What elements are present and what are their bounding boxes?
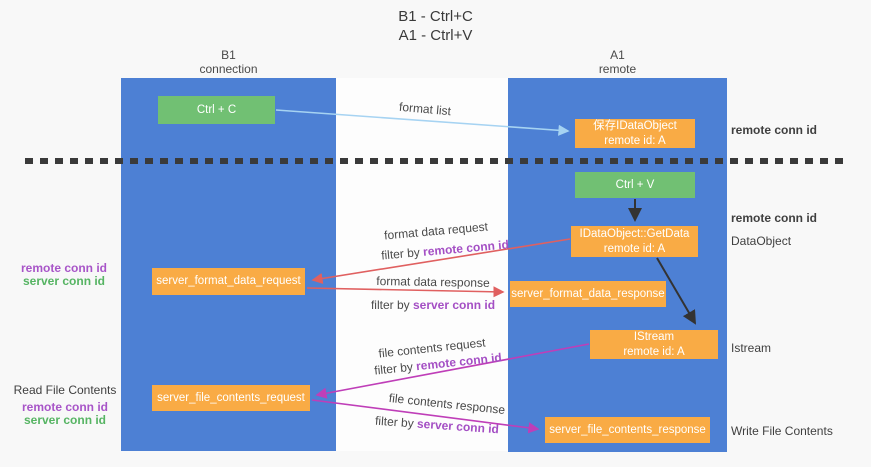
left-label-conn-ids-1: remote conn id server conn id — [14, 262, 114, 288]
node-save-idataobject: 保存IDataObject remote id: A — [575, 119, 695, 148]
node-ctrl-v: Ctrl + V — [575, 172, 695, 198]
right-label-remote-conn-id-2: remote conn id — [731, 211, 818, 225]
right-column-header: A1 remote — [508, 48, 727, 76]
left-remote-conn-id-1: remote conn id — [20, 261, 107, 275]
right-label-remote-conn-id-1: remote conn id — [731, 123, 818, 137]
format-data-response-text: format data response — [376, 274, 490, 290]
getdata-line2: remote id: A — [603, 242, 666, 255]
left-column-role: connection — [199, 62, 258, 76]
save-idataobject-line2: remote id: A — [604, 134, 666, 147]
label-format-data-response: format data response — [376, 274, 490, 290]
title-line-2: A1 - Ctrl+V — [398, 27, 473, 44]
left-column-name: B1 — [221, 48, 236, 62]
left-read-file-contents: Read File Contents — [13, 383, 117, 397]
node-ctrl-c-label: Ctrl + C — [196, 103, 237, 116]
getdata-line1: IDataObject::GetData — [579, 228, 690, 241]
istream-line1: IStream — [633, 331, 675, 344]
right-column-role: remote — [598, 62, 637, 76]
node-server-file-contents-request: server_file_contents_request — [152, 385, 310, 411]
node-idataobject-getdata-label: IDataObject::GetData remote id: A — [580, 227, 690, 256]
node-server-format-data-response: server_format_data_response — [510, 281, 666, 307]
server-format-data-request-label: server_format_data_request — [156, 275, 301, 288]
node-istream: IStream remote id: A — [590, 330, 718, 359]
left-label-read-file-contents-block: Read File Contents remote conn id server… — [10, 384, 120, 427]
right-label-istream: Istream — [731, 341, 772, 355]
server-file-contents-response-label: server_file_contents_response — [549, 423, 706, 436]
node-save-idataobject-label: 保存IDataObject remote id: A — [593, 119, 677, 148]
node-istream-label: IStream remote id: A — [623, 330, 684, 359]
left-server-conn-id-2: server conn id — [23, 413, 107, 427]
node-server-format-data-request: server_format_data_request — [152, 268, 305, 295]
diagram-title: B1 - Ctrl+C A1 - Ctrl+V — [0, 7, 871, 45]
title-line-1: B1 - Ctrl+C — [398, 8, 473, 25]
server-conn-id-text: server conn id — [412, 298, 496, 312]
filter-by-text: filter by — [370, 298, 413, 312]
node-server-file-contents-response: server_file_contents_response — [545, 417, 710, 443]
label-filter-server-1: filter by server conn id — [371, 298, 495, 312]
left-column-header: B1 connection — [121, 48, 336, 76]
server-file-contents-request-label: server_file_contents_request — [157, 391, 305, 404]
save-idataobject-line1: 保存IDataObject — [593, 120, 677, 133]
node-ctrl-v-label: Ctrl + V — [615, 178, 655, 191]
server-format-data-response-label: server_format_data_response — [511, 287, 665, 300]
left-server-conn-id-1: server conn id — [22, 274, 106, 288]
istream-line2: remote id: A — [623, 345, 685, 358]
node-idataobject-getdata: IDataObject::GetData remote id: A — [571, 226, 698, 257]
left-remote-conn-id-2: remote conn id — [21, 400, 108, 414]
filter-by-text: filter by — [374, 413, 418, 431]
phase-divider-dashed-line — [25, 158, 846, 164]
right-label-write-file-contents: Write File Contents — [731, 424, 833, 438]
node-ctrl-c: Ctrl + C — [158, 96, 275, 124]
right-label-dataobject: DataObject — [731, 234, 792, 248]
right-column-name: A1 — [610, 48, 625, 62]
